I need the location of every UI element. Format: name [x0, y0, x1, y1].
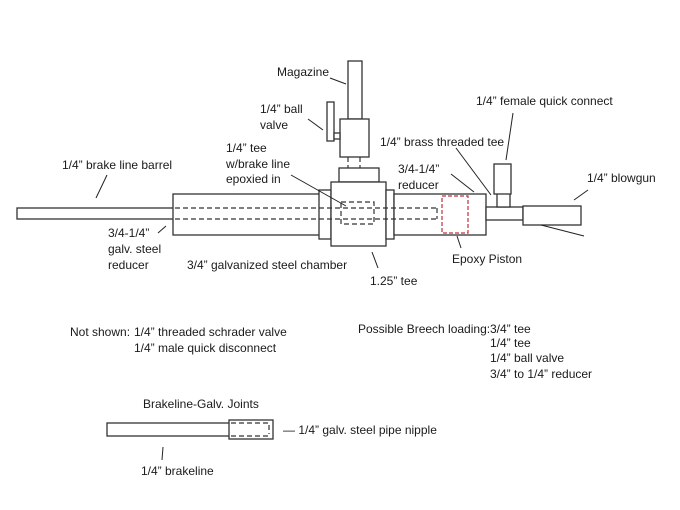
female-quick-connect	[493, 163, 512, 195]
leader-barrel	[95, 174, 108, 199]
label-brass-tee: 1/4” brass threaded tee	[380, 135, 504, 149]
leader-piston	[456, 235, 462, 249]
ball-valve-stem	[333, 132, 341, 140]
joint-brakeline-label: 1/4” brakeline	[141, 464, 214, 478]
joint-nipple-label: — 1/4” galv. steel pipe nipple	[283, 423, 437, 437]
joint-title: Brakeline-Galv. Joints	[143, 397, 259, 411]
label-galv-reducer-2: galv. steel	[108, 242, 161, 256]
galvanized-chamber	[172, 193, 321, 236]
leader-tee-125	[371, 251, 379, 269]
label-chamber: 3/4” galvanized steel chamber	[187, 258, 347, 272]
leader-blowgun-hose	[540, 224, 585, 237]
not-shown-item-1: 1/4” threaded schrader valve	[134, 325, 287, 339]
breech-item-2: 1/4” tee	[490, 336, 531, 350]
label-reducer-1: 3/4-1/4”	[398, 162, 439, 176]
leader-tee-epoxied	[290, 174, 347, 207]
breech-heading: Possible Breech loading:	[358, 322, 490, 336]
label-tee-3: epoxied in	[226, 172, 281, 186]
ball-valve-handle	[326, 101, 335, 142]
leader-blowgun	[573, 189, 589, 201]
joint-brakeline	[106, 422, 233, 437]
brass-tee-horizontal	[485, 206, 524, 221]
label-tee-2: w/brake line	[225, 157, 290, 171]
tee-125-body	[330, 181, 387, 247]
label-blowgun: 1/4” blowgun	[587, 171, 656, 185]
label-tee-125: 1.25” tee	[370, 274, 418, 288]
label-galv-reducer-3: reducer	[108, 258, 149, 272]
not-shown-heading: Not shown:	[70, 325, 130, 339]
leader-brass-tee	[455, 147, 492, 196]
label-ball-valve-2: valve	[260, 118, 288, 132]
label-tee-1: 1/4” tee	[226, 141, 267, 155]
leader-joint-brakeline	[161, 446, 164, 461]
joint-nipple	[228, 419, 274, 440]
label-ball-valve-1: 1/4” ball	[260, 102, 303, 116]
brass-tee-stem	[496, 192, 511, 208]
leader-female-qc	[505, 112, 514, 161]
tee-right-collar	[385, 189, 395, 240]
brake-line-barrel	[16, 207, 176, 220]
breech-item-3: 1/4” ball valve	[490, 351, 564, 365]
label-piston: Epoxy Piston	[452, 252, 522, 266]
leader-galv-reducer	[157, 225, 167, 234]
label-magazine: Magazine	[277, 65, 329, 79]
label-galv-reducer-1: 3/4-1/4”	[108, 226, 149, 240]
leader-magazine	[329, 77, 347, 85]
breech-item-4: 3/4” to 1/4” reducer	[490, 367, 592, 381]
label-barrel: 1/4” brake line barrel	[62, 158, 172, 172]
epoxy-piston	[441, 195, 469, 234]
hidden-inner-tee	[340, 201, 375, 225]
label-female-qc: 1/4” female quick connect	[476, 94, 613, 108]
chamber-collar	[318, 189, 332, 240]
leader-reducer	[450, 173, 475, 193]
label-reducer-2: reducer	[398, 178, 439, 192]
leader-ball-valve	[307, 118, 324, 131]
blowgun	[522, 205, 582, 226]
breech-item-1: 3/4” tee	[490, 322, 531, 336]
right-chamber-section	[393, 193, 487, 236]
not-shown-item-2: 1/4” male quick disconnect	[134, 341, 277, 355]
magazine-tube	[347, 60, 363, 120]
ball-valve-body	[339, 118, 370, 158]
tee-top-boss	[338, 167, 380, 183]
